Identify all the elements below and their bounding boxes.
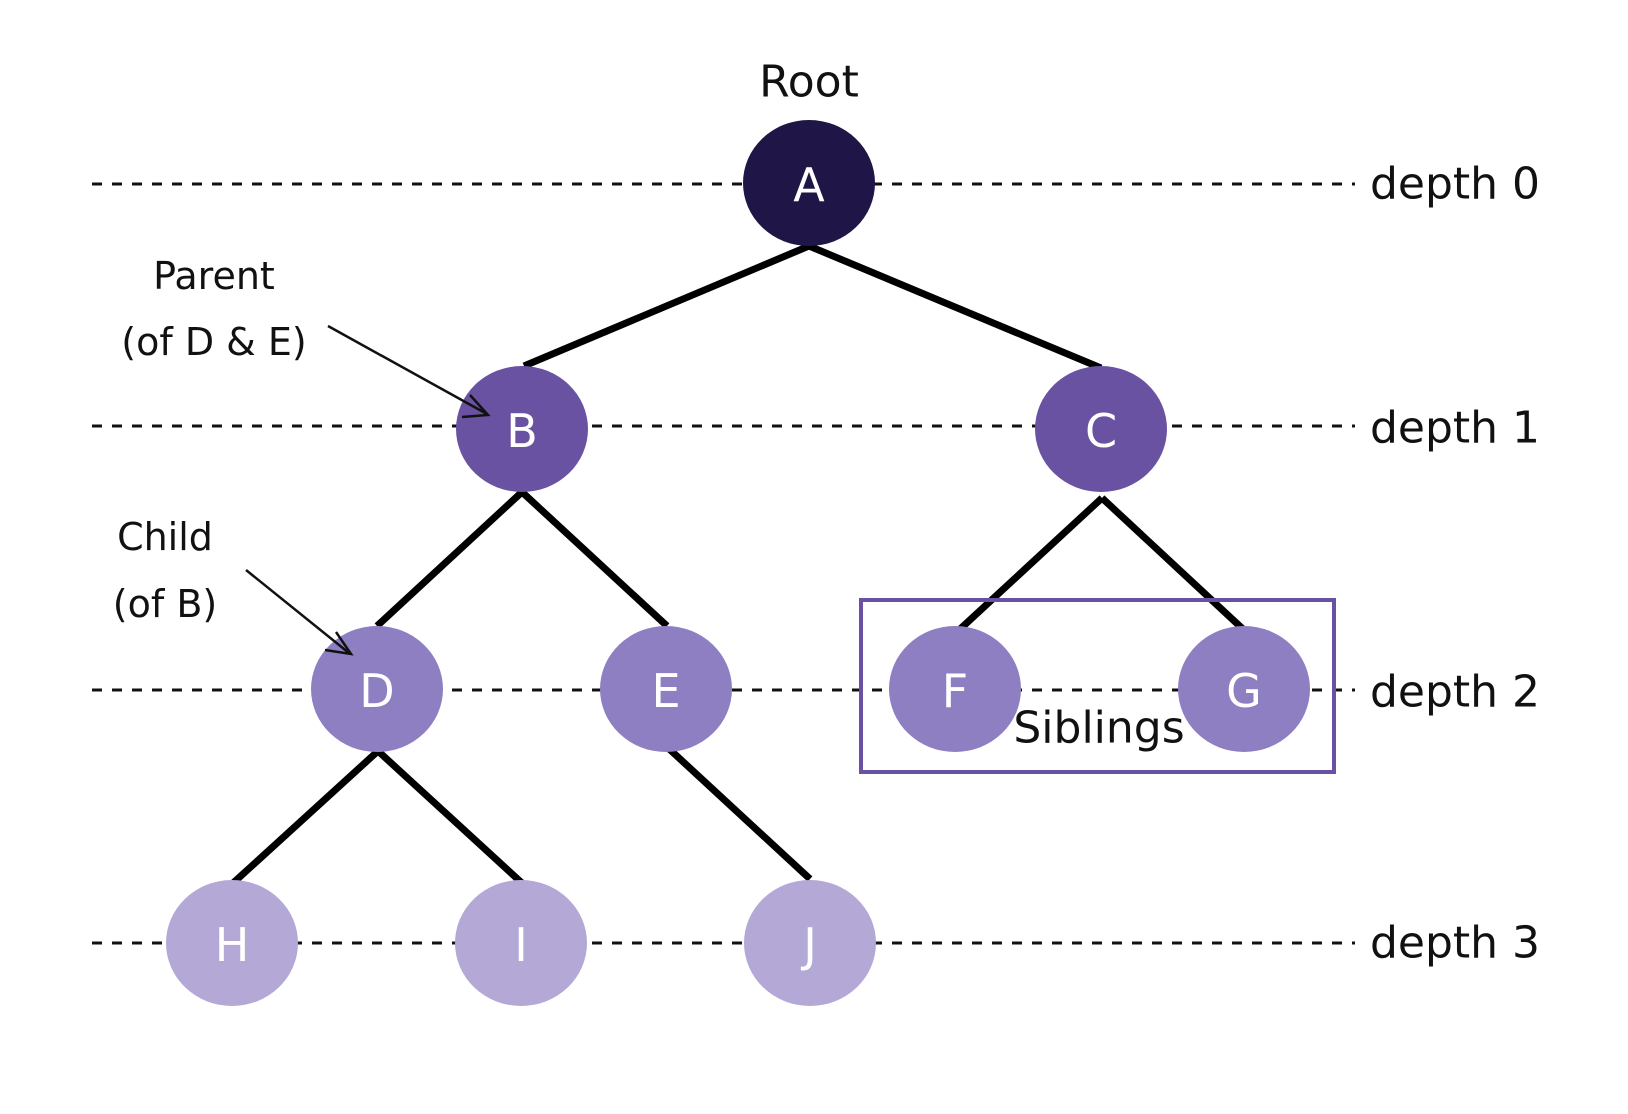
depth-2-label: depth 2 bbox=[1370, 667, 1540, 718]
edge-a-b bbox=[522, 242, 811, 370]
edge-b-d bbox=[374, 489, 525, 629]
parent-label: Parent bbox=[153, 254, 275, 298]
node-f[interactable]: F bbox=[889, 626, 1021, 752]
edge-c-g bbox=[1099, 495, 1248, 634]
node-g-label: G bbox=[1226, 664, 1262, 718]
node-g[interactable]: G bbox=[1178, 626, 1310, 752]
edge-a-c bbox=[807, 242, 1103, 372]
parent-sub-label: (of D & E) bbox=[121, 320, 306, 364]
node-c[interactable]: C bbox=[1035, 366, 1167, 492]
node-a-circle bbox=[743, 120, 875, 246]
node-h[interactable]: H bbox=[166, 880, 298, 1006]
node-d[interactable]: D bbox=[311, 626, 443, 752]
node-j-label: J bbox=[800, 918, 817, 972]
depth-labels: depth 0 depth 1 depth 2 depth 3 bbox=[1370, 159, 1540, 969]
node-c-label: C bbox=[1085, 404, 1117, 458]
node-b-label: B bbox=[506, 404, 538, 458]
node-h-label: H bbox=[215, 918, 250, 972]
depth-1-label: depth 1 bbox=[1370, 403, 1540, 454]
node-j-circle bbox=[744, 880, 876, 1006]
node-i[interactable]: I bbox=[455, 880, 587, 1006]
node-e[interactable]: E bbox=[600, 626, 732, 752]
node-a[interactable]: A bbox=[743, 120, 875, 246]
depth-0-label: depth 0 bbox=[1370, 159, 1540, 210]
parent-arrow bbox=[327, 324, 491, 419]
node-i-circle bbox=[455, 880, 587, 1006]
edge-b-e bbox=[519, 489, 670, 629]
child-label: Child bbox=[117, 515, 213, 559]
node-c-circle bbox=[1035, 366, 1167, 492]
edge-d-h bbox=[229, 748, 381, 887]
node-f-label: F bbox=[942, 664, 968, 718]
siblings-box bbox=[859, 598, 1336, 774]
depth-guides bbox=[92, 182, 1355, 945]
node-j[interactable]: J bbox=[744, 880, 876, 1006]
siblings-label: Siblings bbox=[1013, 703, 1184, 754]
edge-d-i bbox=[375, 748, 526, 887]
root-label: Root bbox=[759, 57, 859, 108]
node-g-circle bbox=[1178, 626, 1310, 752]
node-h-circle bbox=[166, 880, 298, 1006]
node-i-label: I bbox=[514, 918, 528, 972]
node-b[interactable]: B bbox=[456, 366, 588, 492]
node-d-circle bbox=[311, 626, 443, 752]
edge-c-f bbox=[955, 495, 1105, 634]
depth-3-label: depth 3 bbox=[1370, 918, 1540, 969]
child-sub-label: (of B) bbox=[113, 582, 217, 626]
tree-edges bbox=[229, 242, 1248, 887]
node-b-circle bbox=[456, 366, 588, 492]
node-e-label: E bbox=[651, 664, 680, 718]
node-f-circle bbox=[889, 626, 1021, 752]
node-e-circle bbox=[600, 626, 732, 752]
child-arrow bbox=[245, 569, 354, 656]
node-a-label: A bbox=[793, 158, 825, 212]
edge-e-j bbox=[663, 743, 813, 882]
node-d-label: D bbox=[359, 664, 394, 718]
